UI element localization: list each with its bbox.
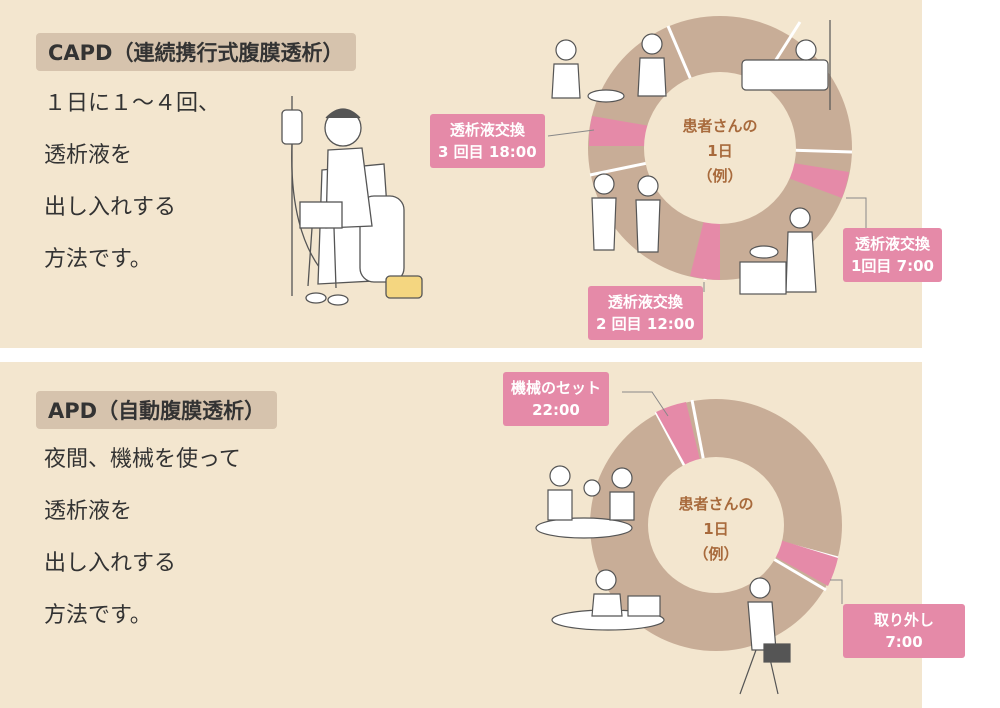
capd-label-exchange-3: 透析液交換 3 回目 18:00 [430,114,545,168]
label-line: 3 回目 18:00 [438,143,537,161]
label-line: 機械のセット [511,379,602,397]
capd-description: １日に１～４回、 透析液を 出し入れする 方法です。 [44,78,220,286]
apd-line: 夜間、機械を使って [44,447,241,472]
apd-segment-setup [656,402,700,466]
capd-line: 方法です。 [44,247,152,272]
capd-line: 透析液を [44,143,133,168]
apd-title-tag: APD（自動腹膜透析） [36,391,278,429]
capd-label-exchange-1: 透析液交換 1回目 7:00 [843,228,942,282]
apd-description: 夜間、機械を使って 透析液を 出し入れする 方法です。 [44,434,241,642]
apd-center [648,457,784,593]
center-line: 患者さんの [678,495,754,513]
apd-label-removal: 取り外し 7:00 [843,604,965,658]
label-line: 22:00 [532,401,580,419]
apd-line: 出し入れする [44,551,177,576]
label-line: 2 回目 12:00 [596,315,695,333]
label-line: 透析液交換 [607,293,683,311]
center-line: （例） [693,545,739,563]
center-line: 1日 [707,142,733,160]
center-line: 1日 [703,520,729,538]
apd-line: 透析液を [44,499,133,524]
capd-line: 出し入れする [44,195,177,220]
label-line: 7:00 [885,633,923,651]
apd-line: 方法です。 [44,603,152,628]
apd-donut-chart [590,391,843,651]
center-line: （例） [697,167,743,185]
label-line: 取り外し [873,611,934,629]
label-line: 1回目 7:00 [851,257,934,275]
apd-scene-illustrations [535,465,791,695]
label-line: 透析液交換 [854,235,930,253]
center-line: 患者さんの [682,117,758,135]
capd-label-exchange-2: 透析液交換 2 回目 12:00 [588,286,703,340]
apd-label-setup: 機械のセット 22:00 [503,372,610,426]
capd-center [644,72,796,224]
capd-patient-illustration [281,96,423,306]
capd-title-tag: CAPD（連続携行式腹膜透析） [36,33,356,71]
capd-segment-exchange-1 [788,163,849,198]
capd-scene-illustrations [551,20,831,295]
capd-segment-exchange-3 [588,116,650,146]
apd-center-label: 患者さんの 1日 （例） [660,492,772,567]
capd-line: １日に１～４回、 [44,91,221,116]
capd-center-label: 患者さんの 1日 （例） [664,114,776,189]
capd-segment-exchange-2 [690,220,720,280]
label-line: 透析液交換 [449,121,525,139]
apd-segment-removal [774,540,838,586]
